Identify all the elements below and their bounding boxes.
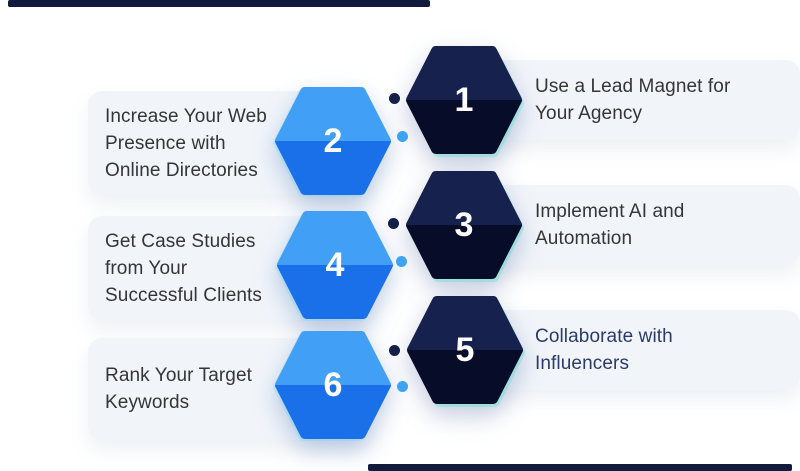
step-3-label: Implement AI and Automation (535, 201, 685, 249)
connector-dot-blue-3 (397, 381, 408, 392)
step-2-label: Increase Your Web Presence with Online D… (105, 105, 267, 181)
step-6-hexagon: 6 (274, 330, 392, 440)
step-3-label-card: Implement AI and Automation (470, 185, 800, 265)
step-6-label: Rank Your Target Keywords (105, 365, 253, 413)
step-3-hexagon: 3 (405, 170, 523, 280)
step-1-label: Use a Lead Magnet for Your Agency (535, 76, 731, 124)
step-1-hexagon: 1 (405, 45, 523, 155)
hexagon-shape (406, 46, 522, 154)
hexagon-shape (275, 331, 391, 439)
step-4-label: Get Case Studies from Your Successful Cl… (105, 230, 263, 306)
connector-dot-dark-1 (389, 93, 400, 104)
step-5-label: Collaborate with Influencers (535, 326, 673, 374)
step-3-number: 3 (454, 205, 474, 244)
step-2-hexagon: 2 (274, 86, 392, 196)
step-4-number: 4 (325, 245, 345, 284)
step-4-hexagon: 4 (276, 210, 394, 320)
step-2-number: 2 (323, 121, 343, 160)
step-5-number: 5 (455, 330, 475, 369)
hexagon-shape (407, 296, 523, 404)
hexagon-shape (406, 171, 522, 279)
step-1-label-card: Use a Lead Magnet for Your Agency (470, 60, 800, 140)
step-5-label-card: Collaborate with Influencers (470, 310, 800, 390)
top-accent-bar (8, 0, 430, 7)
connector-dot-blue-2 (396, 256, 407, 267)
connector-dot-dark-2 (388, 218, 399, 229)
connector-dot-dark-3 (389, 345, 400, 356)
step-5-hexagon: 5 (406, 295, 524, 405)
hexagon-shape (275, 87, 391, 195)
bottom-accent-bar (368, 464, 792, 471)
hexagon-shape (277, 211, 393, 319)
connector-dot-blue-1 (397, 131, 408, 142)
step-6-number: 6 (323, 365, 343, 404)
step-1-number: 1 (454, 80, 474, 119)
